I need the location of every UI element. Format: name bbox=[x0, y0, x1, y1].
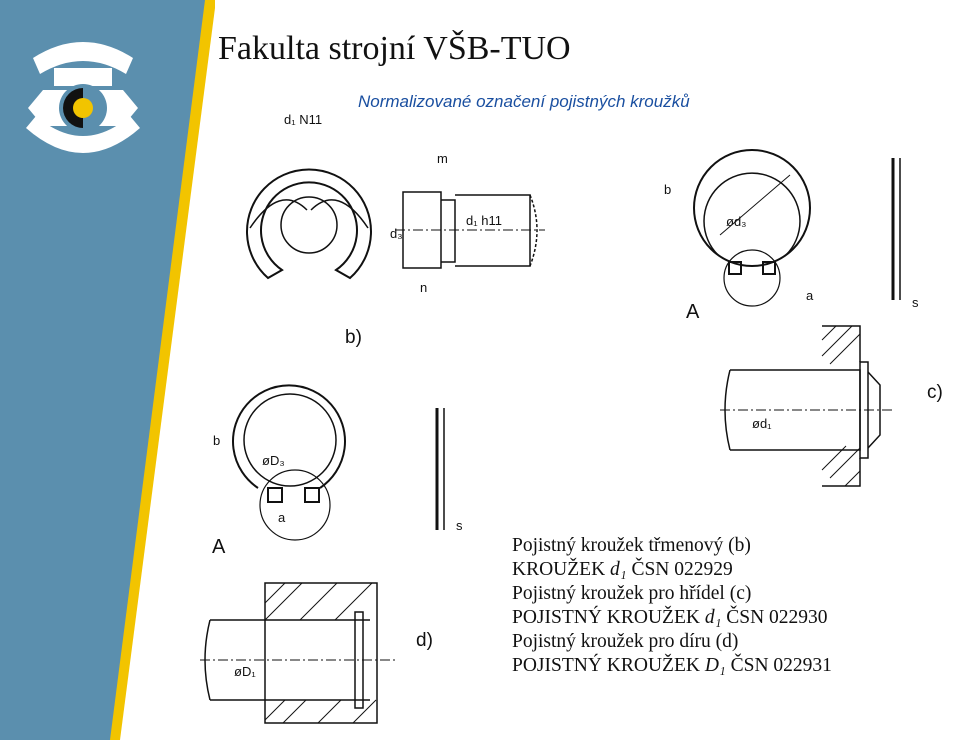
dim-s-d: s bbox=[456, 518, 463, 533]
caption-line-4: POJISTNÝ KROUŽEK d₁ ČSN 022930 bbox=[512, 607, 828, 628]
hatching bbox=[264, 325, 861, 724]
caption-block: Pojistný kroužek třmenový (b) KROUŽEK d₁… bbox=[512, 534, 832, 678]
dim-n: n bbox=[420, 280, 427, 295]
caption-line-6: POJISTNÝ KROUŽEK D₁ ČSN 022931 bbox=[512, 655, 832, 676]
label-b: b) bbox=[345, 327, 362, 348]
drawing-b-ring bbox=[246, 168, 372, 280]
dim-b-c: b bbox=[664, 182, 671, 197]
drawing-d-ring bbox=[232, 384, 346, 541]
drawing-c-assembly bbox=[720, 325, 895, 487]
dim-m: m bbox=[437, 151, 448, 166]
drawing-c-profile bbox=[891, 158, 901, 300]
dim-a-d: a bbox=[278, 510, 286, 525]
dim-od1-d: øD₁ bbox=[234, 664, 256, 679]
sidebar-decoration bbox=[0, 0, 215, 740]
drawing-d-profile bbox=[435, 408, 445, 530]
drawing-b-shaft bbox=[395, 191, 545, 269]
caption-line-2: KROUŽEK d₁ ČSN 022929 bbox=[512, 559, 733, 580]
page-title: Fakulta strojní VŠB-TUO bbox=[218, 30, 571, 67]
dim-d1-n11: d₁ N11 bbox=[284, 112, 322, 127]
dim-a-c: a bbox=[806, 288, 814, 303]
dim-od1: ød₁ bbox=[752, 416, 772, 431]
label-d: d) bbox=[416, 630, 433, 651]
label-c: c) bbox=[927, 382, 943, 403]
dim-d3: d₃ bbox=[390, 226, 403, 241]
drawing-c-ring bbox=[693, 149, 811, 307]
caption-line-1: Pojistný kroužek třmenový (b) bbox=[512, 535, 751, 556]
faculty-logo bbox=[26, 42, 140, 153]
dim-b-d: b bbox=[213, 433, 220, 448]
view-a-c: A bbox=[686, 301, 700, 323]
dim-d1-h11: d₁ h11 bbox=[466, 213, 502, 228]
drawing-d-assembly bbox=[200, 582, 395, 724]
dim-od3-d: øD₃ bbox=[262, 453, 285, 468]
page-subtitle: Normalizované označení pojistných kroužk… bbox=[358, 92, 690, 111]
caption-line-5: Pojistný kroužek pro díru (d) bbox=[512, 631, 739, 652]
dim-s-c: s bbox=[912, 295, 919, 310]
caption-line-3: Pojistný kroužek pro hřídel (c) bbox=[512, 583, 752, 604]
view-a-d: A bbox=[212, 536, 226, 558]
dim-od3: ød₃ bbox=[726, 214, 746, 229]
